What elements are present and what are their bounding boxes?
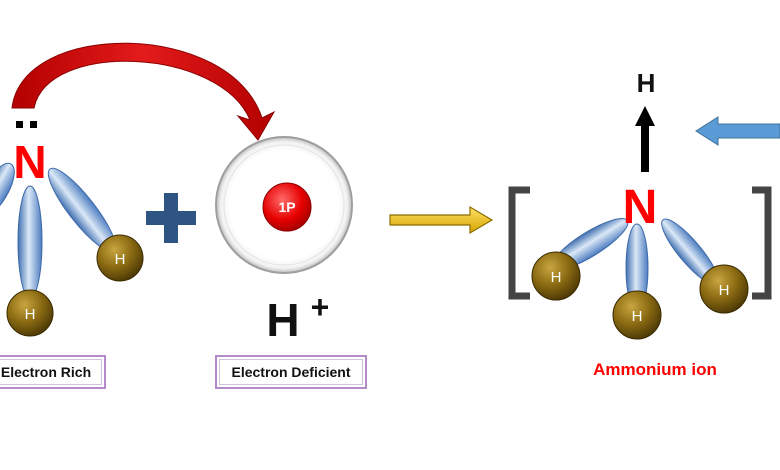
product-label: Ammonium ion: [593, 360, 717, 379]
ammonium-bonds: [551, 218, 719, 313]
ammonia-hydrogen-1: H: [6, 289, 54, 337]
ammonium-top-hydrogen: H: [637, 68, 656, 98]
electron-transfer-arrow: [11, 42, 276, 141]
hydrogen-label: H: [632, 308, 643, 325]
ammonium-nitrogen: N: [623, 181, 658, 234]
side-pointer-arrow: [695, 116, 780, 146]
electron-deficient-label: Electron Deficient: [215, 355, 367, 389]
hydrogen-ion-symbol: H: [266, 294, 299, 346]
hydrogen-label: H: [551, 269, 562, 286]
electron-rich-label: Electron Rich: [0, 355, 106, 389]
lone-pair-dots: [16, 121, 37, 128]
plus-sign: [146, 193, 196, 243]
ammonium-hydrogen-2: H: [612, 290, 662, 340]
right-bracket: [752, 186, 772, 300]
proton-core: 1P: [262, 182, 312, 232]
ammonia-nitrogen: N: [13, 136, 46, 188]
ammonium-hydrogen-3: H: [699, 264, 749, 314]
proton-label: 1P: [278, 199, 295, 215]
reaction-arrow: [389, 205, 494, 235]
hydrogen-ion-charge: +: [311, 289, 330, 325]
coordinate-bond-arrow: [635, 106, 655, 172]
hydrogen-label: H: [25, 306, 36, 323]
ammonia-hydrogen-2: H: [96, 234, 144, 282]
hydrogen-label: H: [719, 282, 730, 299]
hydrogen-label: H: [115, 251, 126, 268]
left-bracket: [508, 186, 530, 300]
ammonium-hydrogen-1: H: [531, 251, 581, 301]
